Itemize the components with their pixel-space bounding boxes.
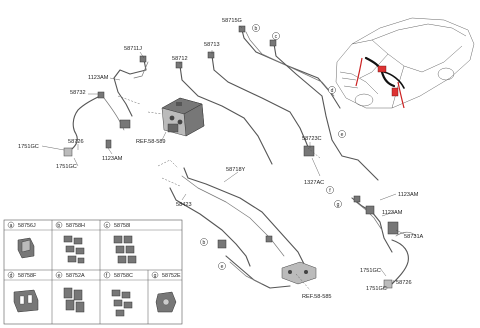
label-58718Y: 58718Y — [226, 167, 246, 173]
label-1123AM-mid: 1123AM — [102, 156, 123, 162]
label-1123AM-top: 1123AM — [88, 75, 109, 81]
label-58715G: 58715G — [222, 18, 242, 24]
callout-c-top: c — [275, 34, 278, 40]
label-58726-right: 58726 — [396, 280, 412, 286]
legend-part-b: 58758H — [66, 223, 85, 229]
legend-part-a: 58756J — [18, 223, 36, 229]
callout-b-bottom: b — [203, 240, 206, 246]
part-labels: 58711J 58715G 58713 58712 1123AM 58732 1… — [18, 18, 424, 300]
legend-letter-d: d — [10, 273, 13, 279]
brake-pipes — [67, 29, 417, 289]
label-1123AM-right-b: 1123AM — [382, 210, 403, 216]
legend-letter-g: g — [154, 273, 157, 279]
callout-e-bottom: e — [221, 264, 224, 270]
legend-letter-b: b — [57, 223, 60, 229]
legend-letter-c: c — [106, 223, 109, 229]
legend-letter-f: f — [106, 273, 108, 279]
callout-f: f — [329, 188, 331, 194]
label-ref-58-585: REF.58-585 — [302, 294, 332, 300]
label-58723C: 58723C — [302, 136, 322, 142]
legend-cell-a: a 58756J — [7, 221, 36, 259]
label-1327AC: 1327AC — [304, 180, 324, 186]
legend-part-f: 58758C — [114, 273, 133, 279]
legend-cell-b: b 58758H — [55, 221, 85, 264]
callout-e-right: e — [341, 132, 344, 138]
label-58711J: 58711J — [124, 46, 142, 52]
parts-legend: a 58756J b 58758H c 58758I — [3, 219, 183, 325]
label-1123AM-right-a: 1123AM — [398, 192, 419, 198]
label-58731A: 58731A — [404, 234, 424, 240]
abs-module — [161, 97, 205, 137]
label-58713: 58713 — [204, 42, 220, 48]
legend-cell-f: f 58758C — [103, 271, 133, 317]
callout-markers: b c d e f g b e — [200, 24, 346, 270]
legend-letter-a: a — [10, 223, 13, 229]
legend-letter-e: e — [58, 273, 61, 279]
reference-lines — [117, 95, 321, 291]
label-1751GC-right-b: 1751GC — [366, 286, 387, 292]
vehicle-illustration — [335, 17, 475, 109]
legend-cell-e: e 58752A — [55, 271, 85, 313]
label-1751GC-left-b: 1751GC — [56, 164, 77, 170]
label-ref-58-589: REF.58-589 — [136, 139, 166, 145]
legend-cell-d: d 58758F — [7, 271, 39, 313]
legend-part-c: 58758I — [114, 223, 131, 229]
legend-cell-c: c 58758I — [103, 221, 137, 264]
legend-part-e: 58752A — [66, 273, 85, 279]
legend-part-d: 58758F — [18, 273, 37, 279]
leader-lines — [41, 25, 405, 289]
label-1751GC-left-a: 1751GC — [18, 144, 39, 150]
label-58726-left: 58726 — [68, 139, 84, 145]
legend-part-g: 58752E — [162, 273, 181, 279]
components — [63, 25, 399, 289]
label-58423: 58423 — [176, 202, 192, 208]
label-58712: 58712 — [172, 56, 188, 62]
legend-cell-g: g 58752E — [151, 271, 181, 313]
callout-d: d — [331, 88, 334, 94]
callout-g: g — [337, 202, 340, 208]
label-1751GC-right-a: 1751GC — [360, 268, 381, 274]
callout-b-top: b — [255, 26, 258, 32]
label-58732: 58732 — [70, 90, 86, 96]
